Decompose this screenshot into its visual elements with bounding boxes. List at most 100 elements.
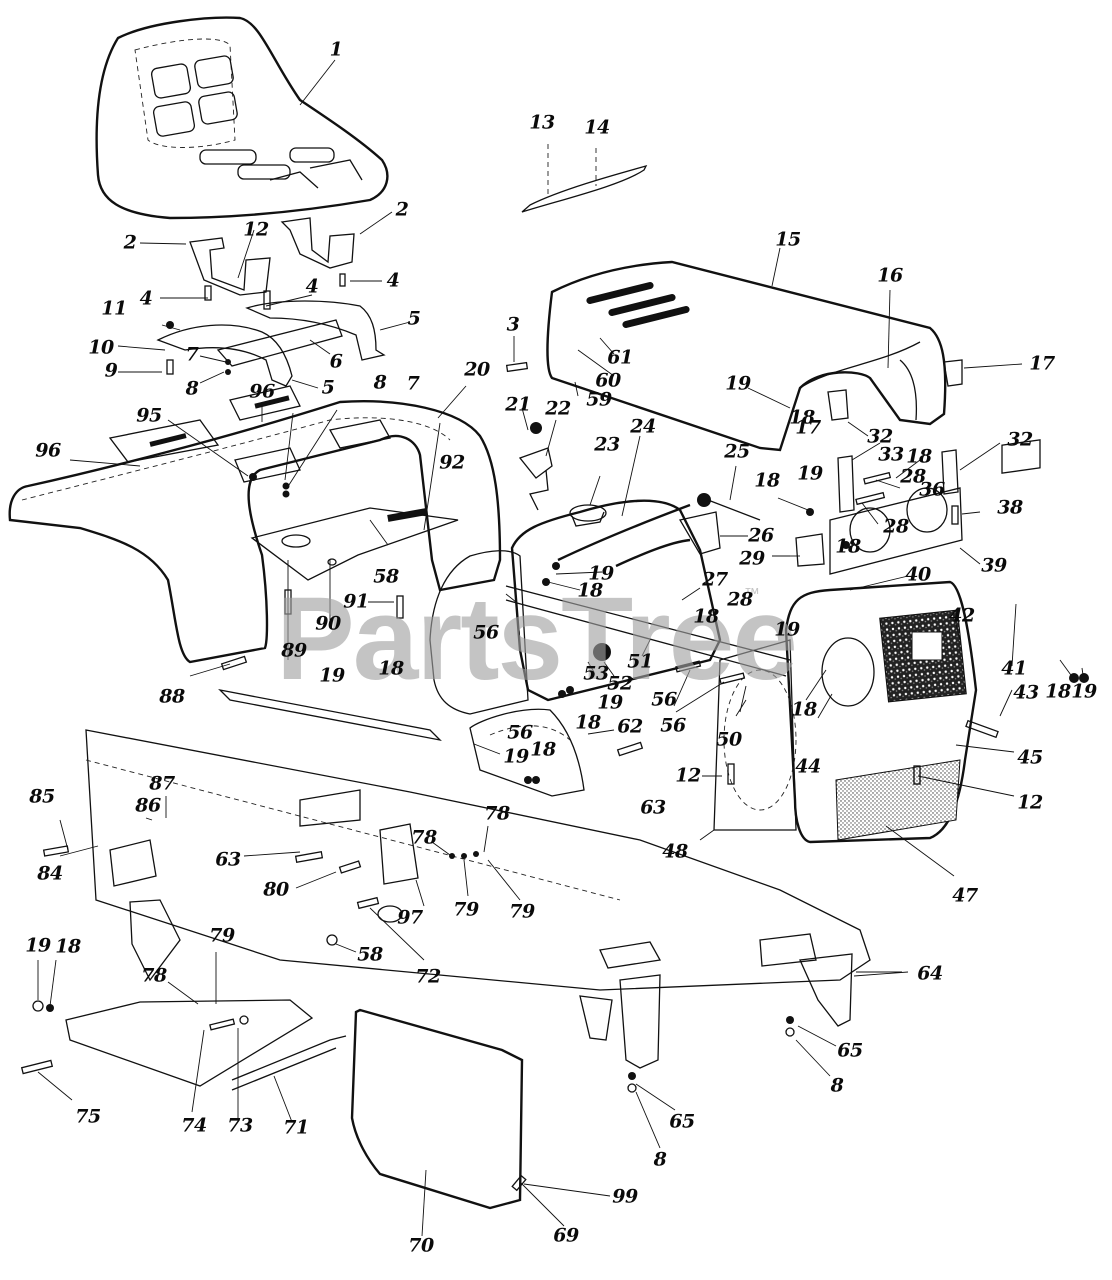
callout-56[interactable]: 56 xyxy=(473,621,499,644)
callout-42[interactable]: 42 xyxy=(949,604,975,627)
callout-65[interactable]: 65 xyxy=(669,1110,695,1133)
callout-52[interactable]: 52 xyxy=(607,672,633,695)
callout-18[interactable]: 18 xyxy=(835,535,861,558)
callout-56[interactable]: 56 xyxy=(651,688,677,711)
callout-28[interactable]: 28 xyxy=(900,465,926,488)
callout-18[interactable]: 18 xyxy=(577,579,603,602)
callout-13[interactable]: 13 xyxy=(529,111,555,134)
callout-12[interactable]: 12 xyxy=(675,764,701,787)
callout-56[interactable]: 56 xyxy=(660,714,686,737)
callout-5[interactable]: 5 xyxy=(321,376,335,399)
callout-88[interactable]: 88 xyxy=(159,685,185,708)
callout-63[interactable]: 63 xyxy=(640,796,666,819)
callout-12[interactable]: 12 xyxy=(1017,791,1043,814)
callout-36[interactable]: 36 xyxy=(919,478,945,501)
dash-tower[interactable] xyxy=(429,422,722,715)
callout-50[interactable]: 50 xyxy=(716,728,742,751)
callout-8[interactable]: 8 xyxy=(185,377,199,400)
callout-95[interactable]: 95 xyxy=(136,404,162,427)
callout-18[interactable]: 18 xyxy=(754,469,780,492)
callout-5[interactable]: 5 xyxy=(407,307,421,330)
callout-9[interactable]: 9 xyxy=(104,359,118,382)
callout-6[interactable]: 6 xyxy=(329,350,343,373)
callout-75[interactable]: 75 xyxy=(75,1105,101,1128)
callout-8[interactable]: 8 xyxy=(653,1148,667,1171)
callout-78[interactable]: 78 xyxy=(411,826,437,849)
callout-24[interactable]: 24 xyxy=(630,415,656,438)
callout-53[interactable]: 53 xyxy=(583,662,609,685)
footrest[interactable] xyxy=(65,899,347,1091)
callout-10[interactable]: 10 xyxy=(88,336,114,359)
callout-18[interactable]: 18 xyxy=(530,738,556,761)
seat-bracket-right[interactable] xyxy=(280,217,355,269)
callout-2[interactable]: 2 xyxy=(123,231,137,254)
callout-85[interactable]: 85 xyxy=(29,785,55,808)
callout-18[interactable]: 18 xyxy=(1045,680,1071,703)
callout-32[interactable]: 32 xyxy=(1007,428,1033,451)
callout-48[interactable]: 48 xyxy=(662,840,688,863)
callout-18[interactable]: 18 xyxy=(378,657,404,680)
callout-19[interactable]: 19 xyxy=(774,618,800,641)
callout-7[interactable]: 7 xyxy=(185,343,199,366)
callout-79[interactable]: 79 xyxy=(509,900,535,923)
callout-19[interactable]: 19 xyxy=(319,664,345,687)
callout-78[interactable]: 78 xyxy=(141,964,167,987)
main-frame[interactable] xyxy=(85,688,871,1069)
callout-32[interactable]: 32 xyxy=(867,425,893,448)
callout-28[interactable]: 28 xyxy=(727,588,753,611)
callout-29[interactable]: 29 xyxy=(739,547,765,570)
callout-72[interactable]: 72 xyxy=(415,965,441,988)
callout-58[interactable]: 58 xyxy=(357,943,383,966)
callout-17[interactable]: 17 xyxy=(1029,352,1055,375)
hood-part[interactable] xyxy=(546,260,963,452)
callout-28[interactable]: 28 xyxy=(883,515,909,538)
callout-8[interactable]: 8 xyxy=(373,371,387,394)
callout-4[interactable]: 4 xyxy=(139,287,153,310)
callout-26[interactable]: 26 xyxy=(748,524,774,547)
callout-59[interactable]: 59 xyxy=(586,388,612,411)
callout-89[interactable]: 89 xyxy=(281,639,307,662)
callout-11[interactable]: 11 xyxy=(101,297,127,320)
grille-housing[interactable] xyxy=(713,580,978,844)
callout-61[interactable]: 61 xyxy=(607,346,633,369)
callout-38[interactable]: 38 xyxy=(997,496,1023,519)
callout-41[interactable]: 41 xyxy=(1001,657,1027,680)
seat-bracket-left[interactable] xyxy=(189,237,271,296)
callout-63[interactable]: 63 xyxy=(215,848,241,871)
callout-4[interactable]: 4 xyxy=(386,269,400,292)
callout-39[interactable]: 39 xyxy=(981,554,1007,577)
callout-12[interactable]: 12 xyxy=(243,218,269,241)
callout-96[interactable]: 96 xyxy=(35,439,61,462)
callout-92[interactable]: 92 xyxy=(439,451,465,474)
callout-69[interactable]: 69 xyxy=(553,1224,579,1247)
callout-45[interactable]: 45 xyxy=(1017,746,1043,769)
callout-4[interactable]: 4 xyxy=(305,275,319,298)
callout-18[interactable]: 18 xyxy=(693,605,719,628)
callout-44[interactable]: 44 xyxy=(795,755,821,778)
callout-80[interactable]: 80 xyxy=(263,878,289,901)
callout-79[interactable]: 79 xyxy=(209,924,235,947)
side-panel[interactable] xyxy=(350,1008,524,1210)
callout-27[interactable]: 27 xyxy=(702,568,728,591)
callout-25[interactable]: 25 xyxy=(724,440,750,463)
callout-40[interactable]: 40 xyxy=(905,563,931,586)
callout-8[interactable]: 8 xyxy=(830,1074,844,1097)
callout-15[interactable]: 15 xyxy=(775,228,801,251)
callout-84[interactable]: 84 xyxy=(37,862,63,885)
callout-91[interactable]: 91 xyxy=(343,590,369,613)
callout-96[interactable]: 96 xyxy=(249,380,275,403)
callout-18[interactable]: 18 xyxy=(575,711,601,734)
callout-19[interactable]: 19 xyxy=(597,691,623,714)
callout-2[interactable]: 2 xyxy=(395,198,409,221)
pulley-guard[interactable] xyxy=(469,708,585,797)
callout-23[interactable]: 23 xyxy=(594,433,620,456)
callout-51[interactable]: 51 xyxy=(627,650,653,673)
seat-part[interactable] xyxy=(95,16,389,220)
callout-19[interactable]: 19 xyxy=(1071,680,1097,703)
fender-part[interactable] xyxy=(8,385,502,664)
callout-90[interactable]: 90 xyxy=(315,612,341,635)
callout-65[interactable]: 65 xyxy=(837,1039,863,1062)
callout-18[interactable]: 18 xyxy=(55,935,81,958)
callout-33[interactable]: 33 xyxy=(878,443,904,466)
callout-3[interactable]: 3 xyxy=(506,313,520,336)
